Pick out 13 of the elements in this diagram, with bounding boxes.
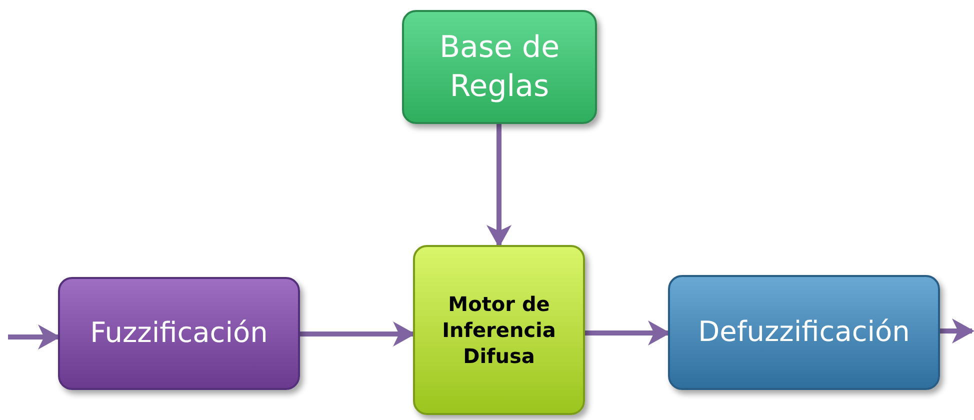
box-label: Fuzzificación	[90, 315, 268, 352]
arrow	[940, 318, 974, 344]
box-label: Defuzzificación	[698, 314, 910, 350]
arrow	[300, 322, 416, 346]
arrow	[8, 324, 60, 350]
process-box	[58, 277, 300, 390]
process-box	[668, 275, 940, 390]
box-label: Motor de Inferencia Difusa	[441, 291, 557, 369]
arrow	[585, 320, 670, 346]
box-label: Base de Reglas	[438, 29, 561, 106]
inference-box	[413, 245, 585, 415]
rules-box	[402, 10, 597, 124]
arrow	[486, 124, 512, 248]
